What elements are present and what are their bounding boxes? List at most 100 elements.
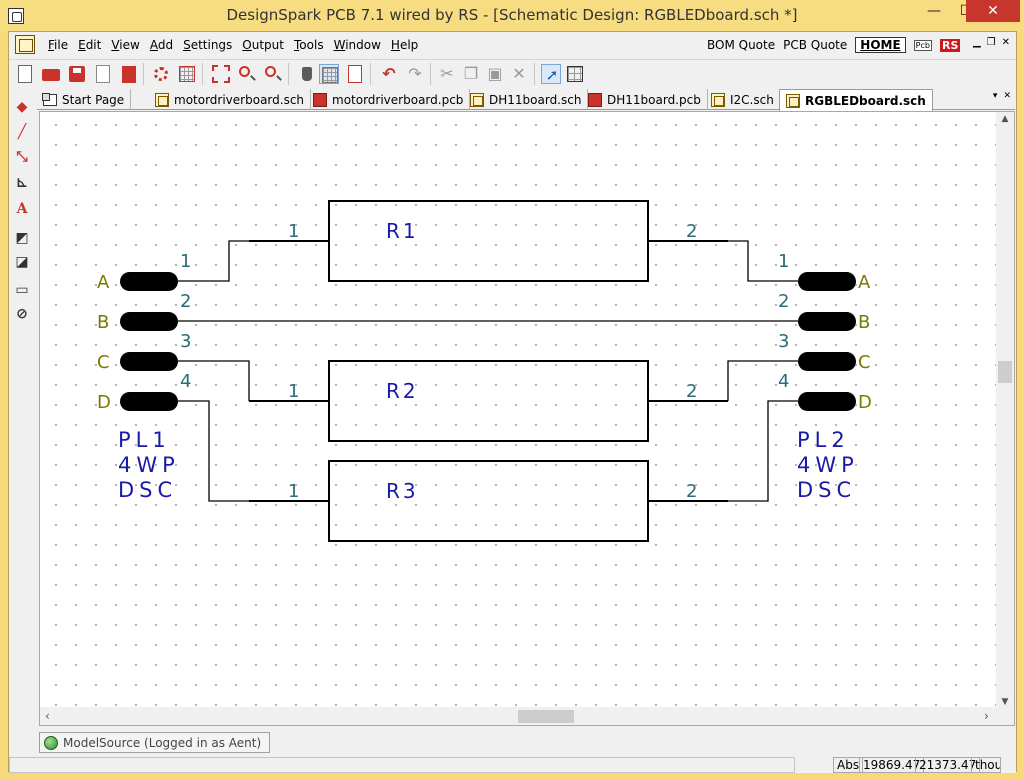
home-button[interactable]: HOME	[855, 37, 906, 53]
pl1-package-label: DSC	[118, 478, 177, 502]
open-file-icon[interactable]	[41, 64, 61, 84]
menu-item-add[interactable]: Add	[145, 38, 178, 52]
schematic-icon	[470, 92, 484, 107]
schematic-canvas[interactable]: R1 R2 R3 1 2 1 2 1 2 1 2 3 4 1	[40, 112, 998, 709]
app-icon[interactable]	[8, 8, 24, 24]
modelsource-tab[interactable]: ModelSource (Logged in as Aent)	[39, 732, 271, 753]
select-mode-icon[interactable]	[565, 64, 585, 84]
add-text-icon[interactable]: A	[16, 201, 28, 217]
minimize-button[interactable]: —	[927, 3, 941, 19]
pcb-toolbar-icon[interactable]: Pcb	[913, 39, 932, 51]
zoom-in-icon[interactable]	[237, 64, 257, 84]
zoom-out-icon[interactable]	[263, 64, 283, 84]
resistor-r3-body[interactable]	[328, 460, 649, 542]
resistor-r1-body[interactable]	[328, 200, 649, 282]
scroll-left-icon[interactable]: ‹	[45, 709, 50, 723]
close-file-icon[interactable]	[93, 64, 113, 84]
vertical-scroll-thumb[interactable]	[998, 361, 1012, 383]
tab-dh11board-pcb[interactable]: DH11board.pcb	[582, 89, 708, 110]
menu-item-output[interactable]: Output	[237, 38, 289, 52]
tab-rgbledboard-sch[interactable]: RGBLEDboard.sch	[779, 89, 933, 111]
pl1-pad-d[interactable]	[120, 392, 178, 411]
coordinate-mode: Abs	[833, 757, 864, 773]
vertical-scrollbar[interactable]: ▲ ▼	[996, 112, 1014, 709]
bom-quote-link[interactable]: BOM Quote	[707, 38, 776, 52]
save-icon[interactable]	[67, 64, 87, 84]
pl2-pad-b[interactable]	[798, 312, 856, 331]
add-terminal-icon[interactable]: ◪	[15, 254, 29, 270]
tab-i2c-sch[interactable]: I2C.sch	[705, 89, 781, 110]
grid-toggle-icon[interactable]	[319, 64, 339, 84]
add-bus-icon[interactable]: ⤡	[16, 149, 28, 165]
menu-item-view[interactable]: View	[106, 38, 144, 52]
mdi-restore-button[interactable]: ❐	[986, 37, 996, 48]
pl1-pad-b[interactable]	[120, 312, 178, 331]
fill-bucket-icon[interactable]	[297, 64, 317, 84]
tab-close-button[interactable]: ✕	[1003, 91, 1011, 101]
menu-item-file[interactable]: File	[43, 38, 73, 52]
close-button[interactable]: ✕	[966, 0, 1020, 22]
wire-r2-pl2c[interactable]	[727, 360, 798, 401]
rs-logo[interactable]: RS	[939, 38, 961, 52]
mdi-minimize-button[interactable]: ▁	[972, 37, 981, 48]
properties-icon[interactable]	[345, 64, 365, 84]
modelsource-label: ModelSource (Logged in as Aent)	[63, 735, 262, 750]
menu-item-help[interactable]: Help	[386, 38, 423, 52]
select-pointer-icon[interactable]: ➚	[541, 64, 561, 84]
pl2-pad-d[interactable]	[798, 392, 856, 411]
delete-icon[interactable]: ✕	[512, 64, 526, 83]
pl2-pin4-number: 4	[778, 371, 789, 392]
add-port-icon[interactable]: ◩	[15, 230, 29, 246]
add-wire-icon[interactable]: ╱	[17, 124, 27, 140]
rules-icon[interactable]	[177, 64, 197, 84]
mdi-close-button[interactable]: ✕	[1001, 37, 1010, 48]
globe-icon	[44, 735, 58, 750]
new-file-icon[interactable]	[15, 64, 35, 84]
wire-pl1c-r2[interactable]	[178, 360, 250, 401]
resistor-r2-body[interactable]	[328, 360, 649, 442]
library-icon[interactable]	[119, 64, 139, 84]
design-settings-icon[interactable]	[151, 64, 171, 84]
add-component-icon[interactable]: ◆	[16, 99, 28, 115]
horizontal-scrollbar[interactable]: ‹ ›	[40, 707, 998, 725]
add-rectangle-icon[interactable]: ▭	[15, 282, 29, 298]
cut-icon[interactable]: ✂	[440, 64, 454, 83]
tab-motordriverboard-sch[interactable]: motordriverboard.sch	[149, 89, 312, 110]
scroll-right-icon[interactable]: ›	[984, 709, 989, 723]
tab-list-button[interactable]: ▾	[992, 91, 998, 101]
copy-icon[interactable]: ❐	[463, 64, 479, 83]
menu-item-settings[interactable]: Settings	[178, 38, 237, 52]
menu-item-tools[interactable]: Tools	[289, 38, 329, 52]
pl2-pad-a[interactable]	[798, 272, 856, 291]
wire-r3-pl2d[interactable]	[728, 400, 798, 502]
pcb-quote-link[interactable]: PCB Quote	[783, 38, 848, 52]
zoom-extents-icon[interactable]	[211, 64, 231, 84]
scroll-down-icon[interactable]: ▼	[1001, 697, 1009, 707]
scroll-up-icon[interactable]: ▲	[1001, 114, 1009, 124]
menu-item-edit[interactable]: Edit	[73, 38, 106, 52]
document-menu-icon[interactable]	[15, 35, 35, 54]
wire-r1-pl2a[interactable]	[728, 240, 798, 282]
horizontal-scroll-thumb[interactable]	[518, 710, 574, 723]
toolbar-separator	[534, 63, 535, 85]
add-line-icon[interactable]: ⊾	[16, 175, 28, 191]
tab-dh11board-sch[interactable]: DH11board.sch	[464, 89, 589, 110]
tab-motordriverboard-pcb[interactable]: motordriverboard.pcb	[307, 89, 471, 110]
tab-label: I2C.sch	[730, 92, 774, 107]
pl1-pad-c[interactable]	[120, 352, 178, 371]
menu-accelerator: E	[78, 38, 86, 52]
wire-pl1d-r3[interactable]	[178, 400, 249, 502]
undo-icon[interactable]: ↶	[382, 64, 396, 83]
menu-label: ettings	[190, 38, 233, 52]
paste-icon[interactable]: ▣	[487, 64, 503, 83]
menu-item-window[interactable]: Window	[329, 38, 386, 52]
pl2-pin-name-a: A	[858, 272, 871, 293]
wire-pl1a-r1[interactable]	[178, 240, 249, 282]
units-field[interactable]: thou	[971, 757, 1001, 773]
pl2-pad-c[interactable]	[798, 352, 856, 371]
pl1-pad-a[interactable]	[120, 272, 178, 291]
schematic-icon	[711, 92, 725, 107]
tab-start-page[interactable]: Start Page	[37, 89, 132, 110]
redo-icon[interactable]: ↷	[408, 64, 422, 83]
add-circle-icon[interactable]: ⊘	[16, 306, 28, 322]
